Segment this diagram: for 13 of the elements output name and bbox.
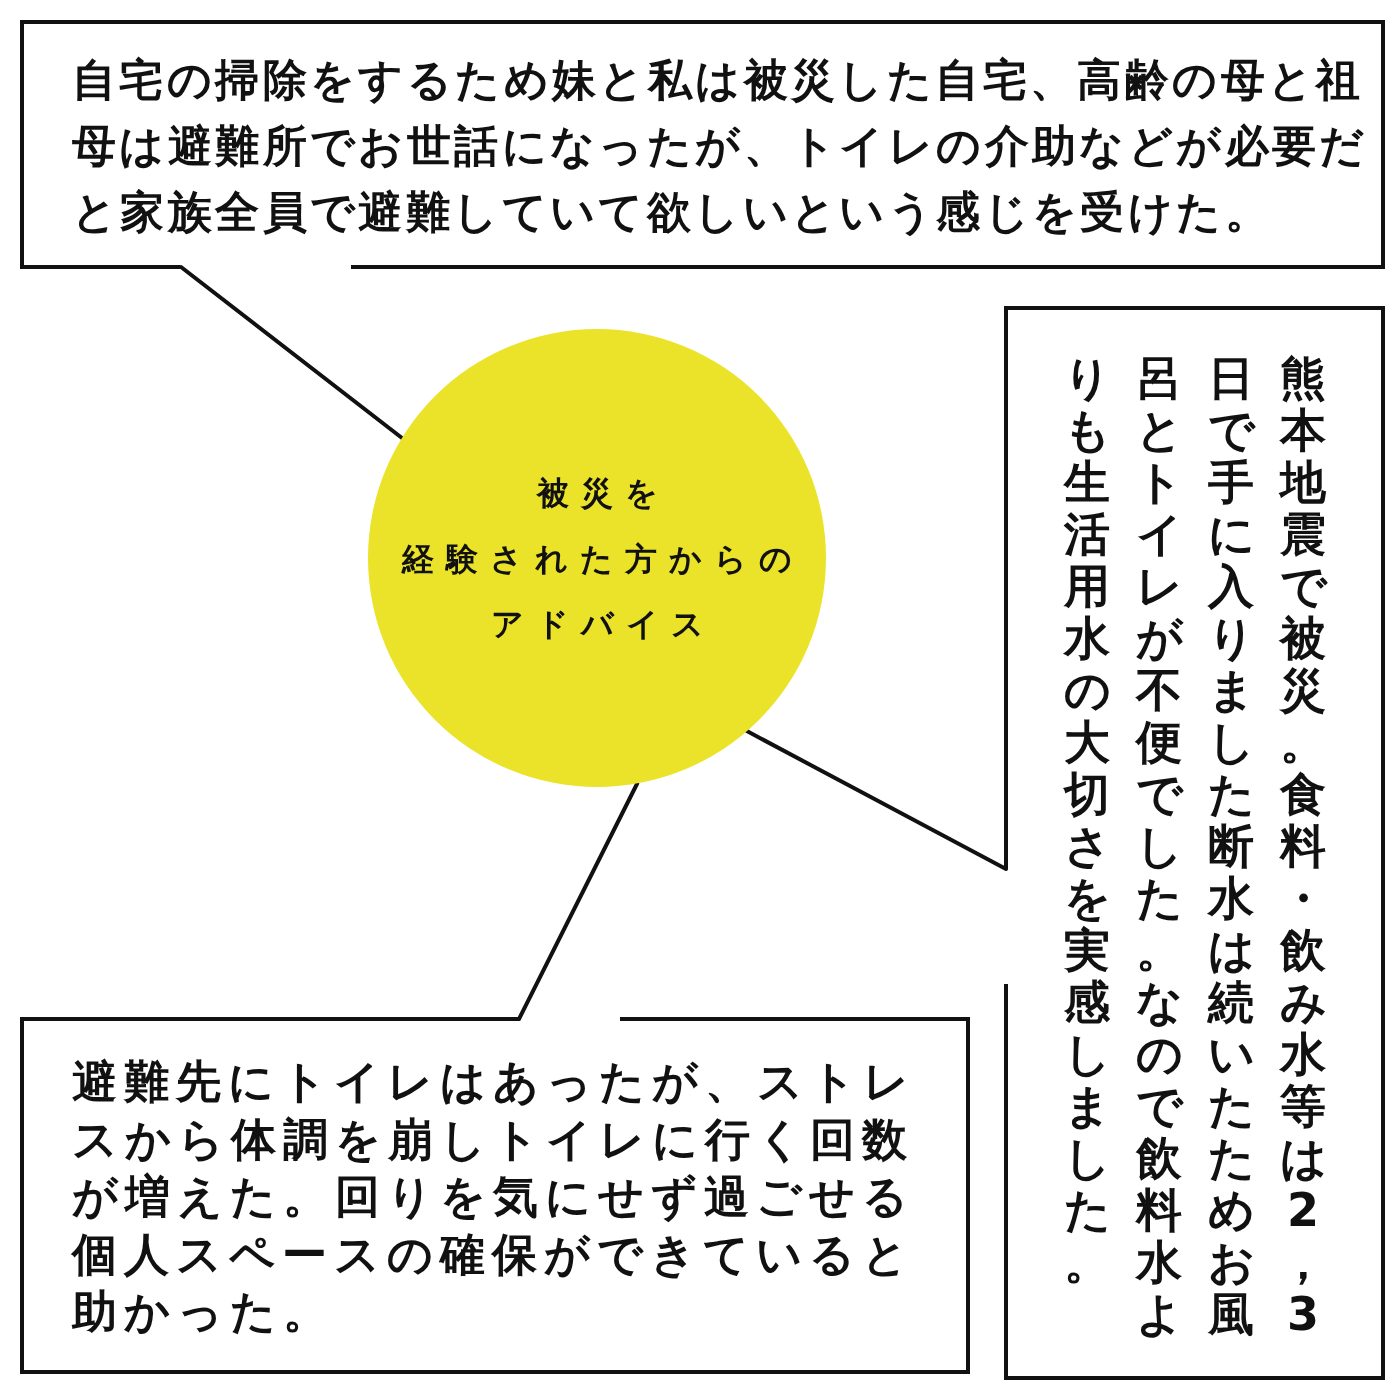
leader-line (517, 781, 640, 1021)
leader-line (179, 265, 404, 440)
speech-box (22, 1019, 968, 1372)
speech-box (1006, 308, 1383, 1378)
topic-circle (368, 329, 826, 787)
quote-text: 自宅の掃除をするため妹と私は被災した自宅、高齢の母と祖母は避難所でお世話になったが、トイレの介助などが必要だと家族全員で避難していて欲しいという感じを受けた。 (72, 53, 1369, 239)
circle-title: アドバイス (489, 604, 717, 645)
quote-text: 避難先にトイレはあったが、ストレスから体調を崩しトイレに行く回数が増えた。回りを気にせず過ごせる個人スペースの確保ができていると助かった。 (72, 1054, 917, 1340)
quote-text: 熊本地震で被災。食料・飲み水等は2，3日で手に入りました断水は続いたためお風呂とトイレが不便でした。なので飲料水よりも生活用水の大切さを実感しました。 (1063, 352, 1327, 1343)
speech-box (22, 22, 1383, 267)
circle-title: 被災を (535, 473, 671, 514)
leader-line (744, 729, 1008, 871)
circle-title: 経験された方からの (400, 539, 805, 580)
